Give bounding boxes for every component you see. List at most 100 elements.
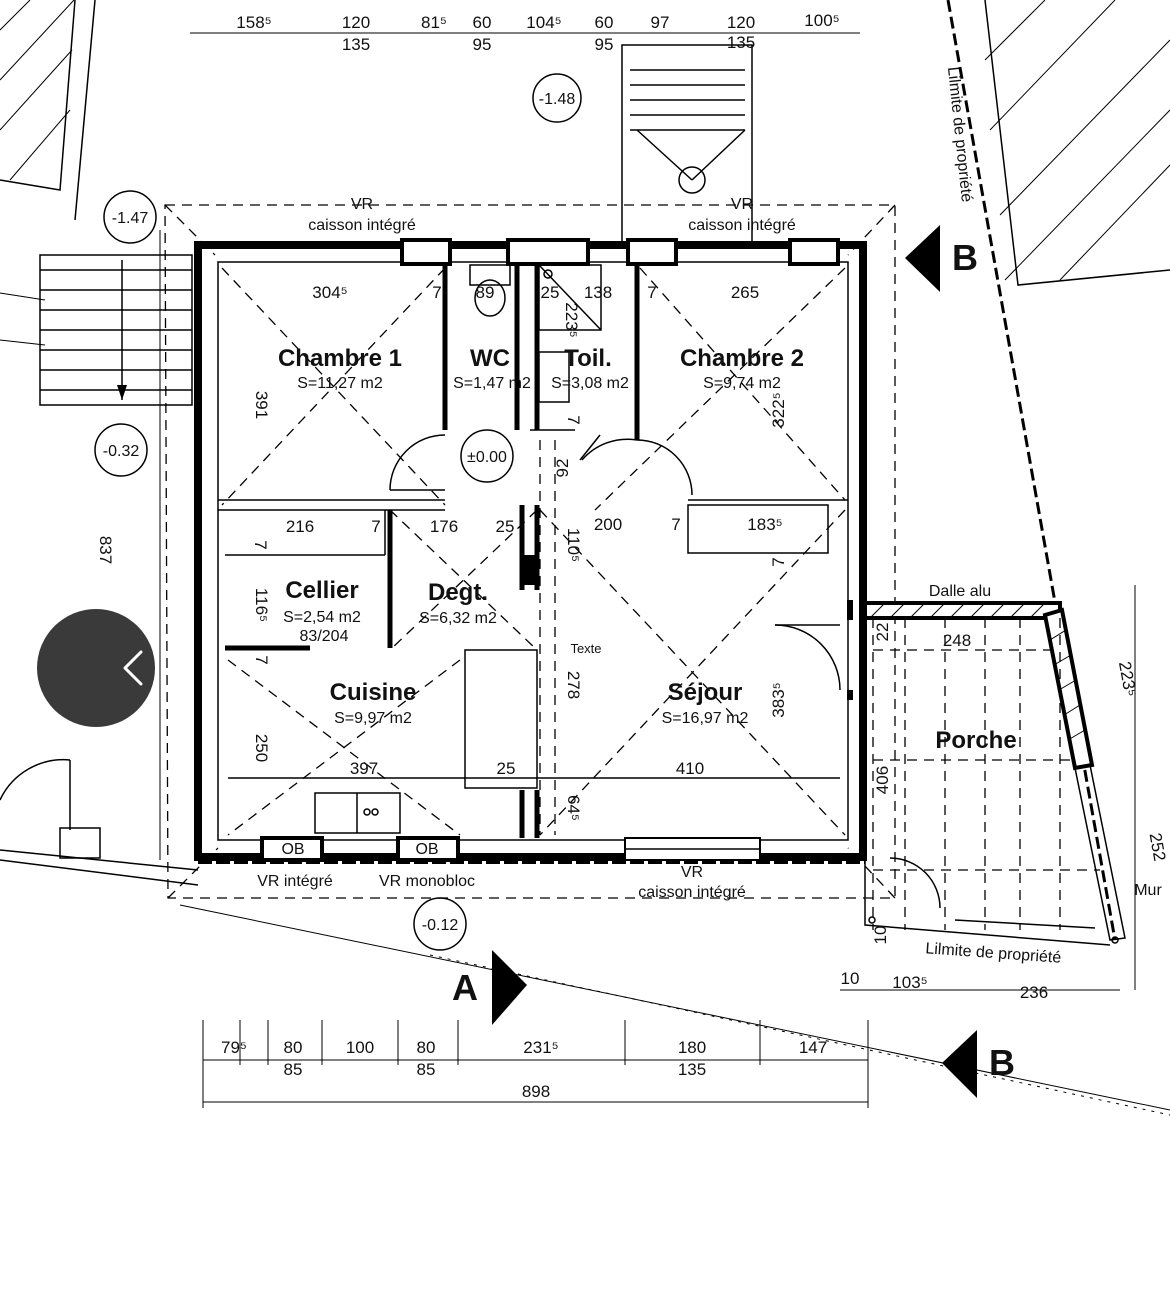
dim-183: 183⁵ [747, 515, 782, 534]
dalle-alu-label: Dalle alu [929, 583, 991, 600]
room-cuisine-area: S=9,97 m2 [334, 710, 412, 727]
section-b-bottom-label: B [989, 1042, 1015, 1083]
dim-rb-10: 10 [841, 969, 860, 988]
dim-7-row-b: 7 [671, 515, 680, 534]
texte-label: Texte [570, 641, 601, 656]
room-chambre2-name: Chambre 2 [680, 345, 804, 372]
room-sejour-area: S=16,97 m2 [662, 710, 749, 727]
room-diagonals [221, 267, 846, 836]
limite-propriete-right: Lilmite de propriété [944, 66, 975, 203]
ground-lines [0, 292, 1170, 1116]
dim-25-bottom: 25 [497, 759, 516, 778]
room-wc-name: WC [470, 345, 510, 372]
dim-383: 383⁵ [769, 682, 788, 717]
room-chambre2-area: S=9,74 m2 [703, 375, 781, 392]
room-cellier-name: Cellier [285, 577, 358, 604]
dim-bottom-2: 80 [284, 1038, 303, 1057]
dim-bottom-3: 100 [346, 1038, 374, 1057]
dim-top-4: 60 [473, 13, 492, 32]
dim-top-2: 120 [342, 13, 370, 32]
dim-top-3: 81⁵ [421, 13, 447, 32]
dim-c1-height: 391 [252, 391, 271, 419]
room-toilette-name: Toil. [564, 345, 612, 372]
section-b-bottom-arrow-icon [942, 1030, 977, 1098]
dim-toil-25: 25 [541, 283, 560, 302]
dim-bottom-6b: 135 [678, 1060, 706, 1079]
section-markers [492, 225, 977, 1098]
porch [863, 601, 1126, 946]
dim-c1-width: 304⁵ [312, 283, 347, 302]
chevron-left-icon [123, 650, 143, 686]
dim-rb-236: 236 [1020, 983, 1048, 1002]
level-2: -1.47 [112, 210, 149, 227]
dim-176: 176 [430, 517, 458, 536]
room-cellier-area: S=2,54 m2 [283, 609, 361, 626]
dim-110: 110⁵ [564, 528, 583, 562]
sanitary-fixtures [314, 264, 602, 834]
exterior-walls [194, 238, 867, 864]
dim-250: 250 [252, 734, 271, 762]
neighbour-right-top [946, 0, 1170, 941]
dimension-lines [159, 32, 1136, 1108]
room-porche-name: Porche [935, 727, 1016, 754]
back-button[interactable] [37, 609, 155, 727]
dim-top-2b: 135 [342, 35, 370, 54]
vr-integre-label: VR intégré [257, 873, 333, 890]
doors [0, 434, 941, 909]
level-markers [94, 73, 582, 951]
dim-top-6: 60 [595, 13, 614, 32]
dim-top-5: 104⁵ [526, 13, 561, 32]
room-cellier-door: 83/204 [300, 628, 349, 645]
dim-7-row-a: 7 [371, 517, 380, 536]
dim-porch-22: 22 [873, 623, 892, 642]
stairs-left [39, 254, 193, 406]
dim-wall-7a: 7 [432, 283, 441, 302]
ob-label-2: OB [415, 841, 438, 858]
vr-label-right: VR [731, 196, 753, 213]
dim-toil-7: 7 [564, 415, 583, 424]
dim-porch-252: 252 [1146, 831, 1170, 862]
dim-410: 410 [676, 759, 704, 778]
room-wc-area: S=1,47 m2 [453, 375, 531, 392]
section-b-top-arrow-icon [905, 225, 940, 292]
dim-bottom-5: 231⁵ [523, 1038, 558, 1057]
dim-top-1: 158⁵ [236, 13, 271, 32]
dim-7-right: 7 [769, 557, 788, 566]
dim-7-left-b: 7 [252, 655, 271, 664]
dim-bottom-7: 147 [799, 1038, 827, 1057]
dim-rb-103: 103⁵ [892, 973, 927, 992]
dim-397: 397 [350, 759, 378, 778]
dim-c2-width: 265 [731, 283, 759, 302]
dim-top-6b: 95 [595, 35, 614, 54]
dim-top-9: 100⁵ [804, 11, 839, 30]
dim-toil-223: 223⁵ [562, 302, 581, 337]
caisson-label-left: caisson intégré [308, 217, 416, 234]
dim-wall-7b: 7 [647, 283, 656, 302]
dim-216: 216 [286, 517, 314, 536]
dim-top-8b: 135 [727, 33, 755, 52]
level-5: -0.12 [422, 917, 459, 934]
dim-porch-10: 10 [871, 926, 890, 945]
dim-c2-height: 322⁵ [769, 392, 788, 427]
dim-toil-138: 138 [584, 283, 612, 302]
dim-top-8: 120 [727, 13, 755, 32]
dim-7-left-a: 7 [251, 540, 270, 549]
level-1: -1.48 [539, 91, 576, 108]
mur-label: Mur [1134, 882, 1162, 899]
caisson-label-right: caisson intégré [688, 217, 796, 234]
vr-monobloc-label: VR monobloc [379, 873, 475, 890]
dim-bottom-4: 80 [417, 1038, 436, 1057]
dim-porch-248: 248 [943, 631, 971, 650]
vr-label-bottom: VR [681, 864, 703, 881]
dim-278: 278 [564, 671, 583, 699]
caisson-label-bottom: caisson intégré [638, 884, 746, 901]
room-degt-area: S=6,32 m2 [419, 610, 497, 627]
section-a-label: A [452, 967, 478, 1008]
dim-porch-406: 406 [873, 766, 892, 794]
room-sejour-name: Séjour [668, 679, 743, 706]
dim-25-row: 25 [496, 517, 515, 536]
stairs-top [621, 44, 753, 246]
level-3: -0.32 [103, 443, 140, 460]
vr-label-left: VR [351, 196, 373, 213]
dim-bottom-total: 898 [522, 1082, 550, 1101]
